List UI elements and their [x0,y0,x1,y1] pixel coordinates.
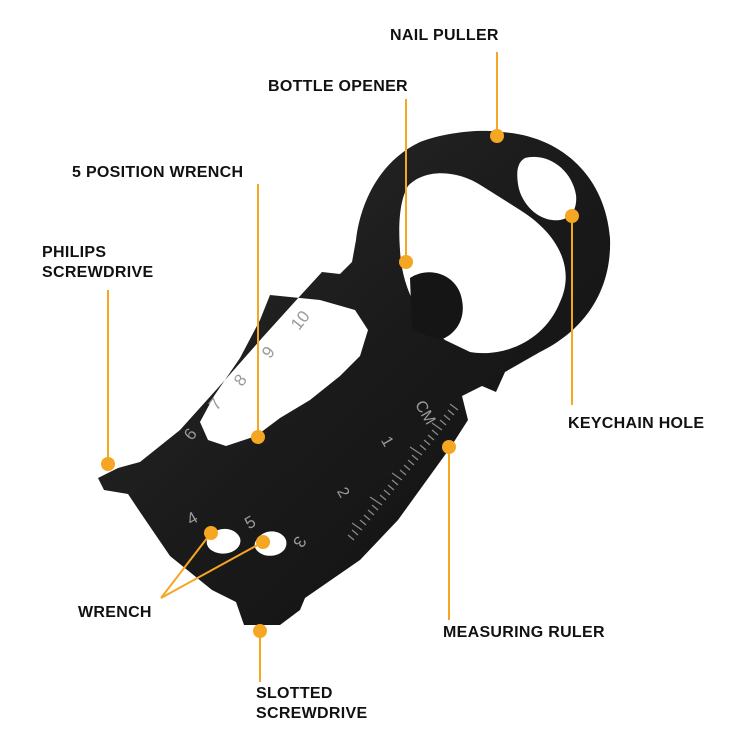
dot-slotted [253,624,267,638]
wrench-size-7: 7 [205,395,226,414]
dot-5-position-wrench [251,430,265,444]
ruler-ticks [347,403,459,541]
label-slotted-screwdrive: SLOTTED SCREWDRIVE [256,685,368,722]
dot-nail-puller [490,129,504,143]
label-bottle-opener: BOTTLE OPENER [268,78,408,95]
multitool-body [98,130,611,625]
dot-keychain-hole [565,209,579,223]
leader-wrench-a [160,532,212,599]
dot-measuring-ruler [442,440,456,454]
dot-wrench-a [204,526,218,540]
leader-wrench-b [160,541,264,599]
label-wrench: WRENCH [78,604,152,621]
wrench-size-10: 10 [287,307,314,334]
dot-wrench-b [256,535,270,549]
label-measuring-ruler: MEASURING RULER [443,624,605,641]
callout-lines [107,52,573,682]
label-philips-screwdrive: PHILIPS SCREWDRIVE [42,244,154,281]
dot-philips [101,457,115,471]
wrench-size-8: 8 [230,371,251,390]
callout-dots [101,129,579,638]
label-keychain-hole: KEYCHAIN HOLE [568,415,705,432]
dot-bottle-opener [399,255,413,269]
label-5-position-wrench: 5 POSITION WRENCH [72,164,244,181]
label-nail-puller: NAIL PULLER [390,27,499,44]
wrench-size-9: 9 [258,343,279,362]
